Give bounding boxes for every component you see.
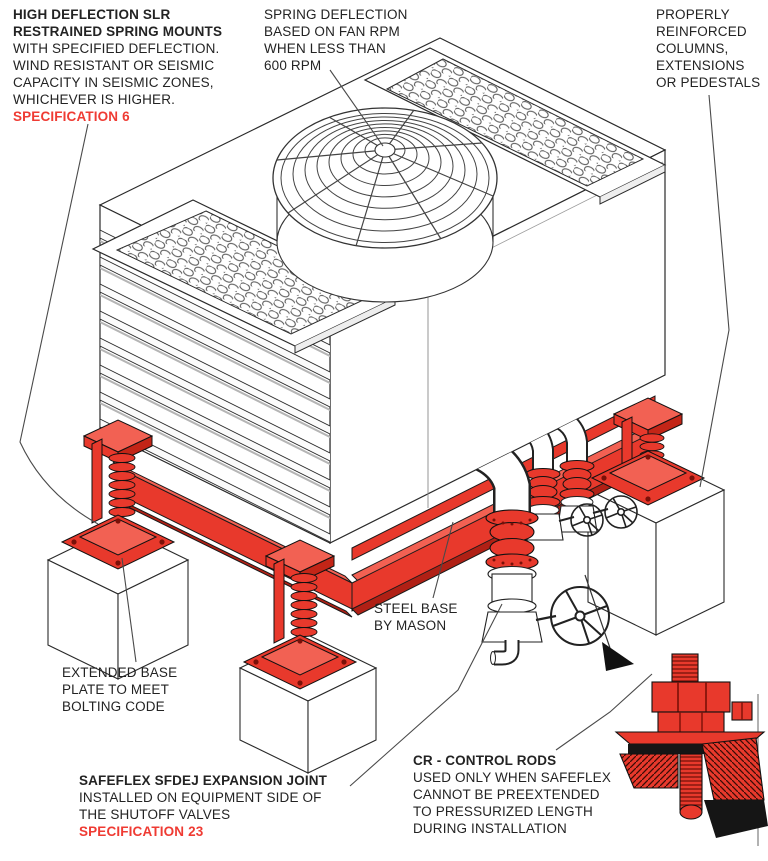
note-line: CAPACITY IN SEISMIC ZONES, [13, 75, 214, 90]
note-line: CANNOT BE PREEXTENDED [413, 787, 600, 802]
note-line: PROPERLY [656, 7, 730, 22]
note-line: SPRING DEFLECTION [264, 7, 408, 22]
note-line: WIND RESISTANT OR SEISMIC [13, 58, 215, 73]
note-line: SAFEFLEX SFDEJ EXPANSION JOINT [79, 773, 328, 788]
note-line: STEEL BASE [374, 601, 458, 616]
spring-mount-center [242, 539, 358, 690]
spring-mounts [60, 397, 706, 690]
leader-lines [19, 69, 730, 787]
fan-guard-rim [272, 107, 498, 249]
note-line: WHICHEVER IS HIGHER. [13, 92, 176, 107]
note-line: THE SHUTOFF VALVES [79, 807, 231, 822]
note-extended-base: EXTENDED BASE PLATE TO MEET BOLTING CODE [62, 664, 177, 715]
leader-spring-mounts [19, 123, 99, 525]
note-control-rods: CR - CONTROL RODS USED ONLY WHEN SAFEFLE… [413, 752, 611, 837]
leader-columns [699, 94, 730, 488]
spec-reference: SPECIFICATION 23 [79, 824, 204, 839]
leader-control-rods [555, 673, 653, 751]
flange-section-right [701, 737, 765, 801]
shutoff-valve-large [481, 611, 543, 643]
note-steel-base: STEEL BASE BY MASON [374, 600, 458, 634]
perforated-panel-left [91, 199, 397, 354]
leader-expansion-joint [349, 603, 503, 787]
note-columns: PROPERLY REINFORCED COLUMNS, EXTENSIONS … [656, 6, 760, 91]
note-line: USED ONLY WHEN SAFEFLEX [413, 770, 611, 785]
leader-spring-deflection [329, 69, 384, 147]
pedestals [46, 456, 726, 774]
note-spring-deflection: SPRING DEFLECTION BASED ON FAN RPM WHEN … [264, 6, 408, 74]
hex-nut-lower [657, 711, 725, 733]
rod-tip [679, 804, 703, 820]
fan-guard-rings [280, 113, 490, 243]
leader-steel-base [432, 521, 454, 599]
fan-guard-spokes [276, 109, 494, 247]
pipe-wall-black [704, 800, 768, 838]
pipe-large [446, 424, 610, 666]
fan-assembly [272, 107, 498, 303]
valve-handwheel-b [604, 495, 638, 529]
perforated-panel-right [363, 47, 667, 205]
flange-section-black [628, 744, 748, 754]
note-line: BOLTING CODE [62, 699, 165, 714]
note-line: WITH SPECIFIED DEFLECTION. [13, 41, 220, 56]
pipe-small-b [537, 401, 638, 533]
rod-thread-bottom [679, 753, 703, 811]
hex-nut-upper [651, 681, 731, 713]
note-line: REINFORCED [656, 24, 747, 39]
arrowhead [602, 642, 634, 671]
note-line: BASED ON FAN RPM [264, 24, 400, 39]
valve-handwheel-a [570, 503, 604, 537]
note-line: PLATE TO MEET [62, 682, 169, 697]
louver-panel [100, 229, 330, 543]
control-rod-detail [614, 653, 768, 846]
note-line: EXTENDED BASE [62, 665, 178, 680]
note-line: COLUMNS, [656, 41, 729, 56]
note-line: BY MASON [374, 618, 447, 633]
flange-section-left [619, 753, 679, 789]
note-line: TO PRESSURIZED LENGTH [413, 804, 593, 819]
note-line: OR PEDESTALS [656, 75, 761, 90]
note-line: HIGH DEFLECTION SLR [13, 7, 171, 22]
note-spring-mounts: HIGH DEFLECTION SLR RESTRAINED SPRING MO… [13, 6, 222, 125]
valve-handwheel-large [550, 586, 610, 646]
note-line: WHEN LESS THAN [264, 41, 386, 56]
piping [446, 401, 638, 666]
rod-thread-top [671, 653, 699, 683]
expansion-joint-small-b [559, 460, 595, 500]
fan-hub [374, 142, 396, 158]
spring-mount-left [60, 419, 176, 570]
spring-mount-right [590, 397, 706, 506]
leader-extended-base [121, 557, 137, 663]
arrow-to-detail [584, 574, 634, 671]
note-line: DURING INSTALLATION [413, 821, 567, 836]
note-line: RESTRAINED SPRING MOUNTS [13, 24, 223, 39]
note-expansion-joint: SAFEFLEX SFDEJ EXPANSION JOINT INSTALLED… [79, 772, 327, 840]
expansion-joint-large [485, 509, 539, 571]
note-line: CR - CONTROL RODS [413, 753, 557, 768]
note-line: INSTALLED ON EQUIPMENT SIDE OF [79, 790, 322, 805]
expansion-joint-small-a [525, 468, 561, 508]
note-line: EXTENSIONS [656, 58, 745, 73]
spec-reference: SPECIFICATION 6 [13, 109, 130, 124]
note-line: 600 RPM [264, 58, 322, 73]
